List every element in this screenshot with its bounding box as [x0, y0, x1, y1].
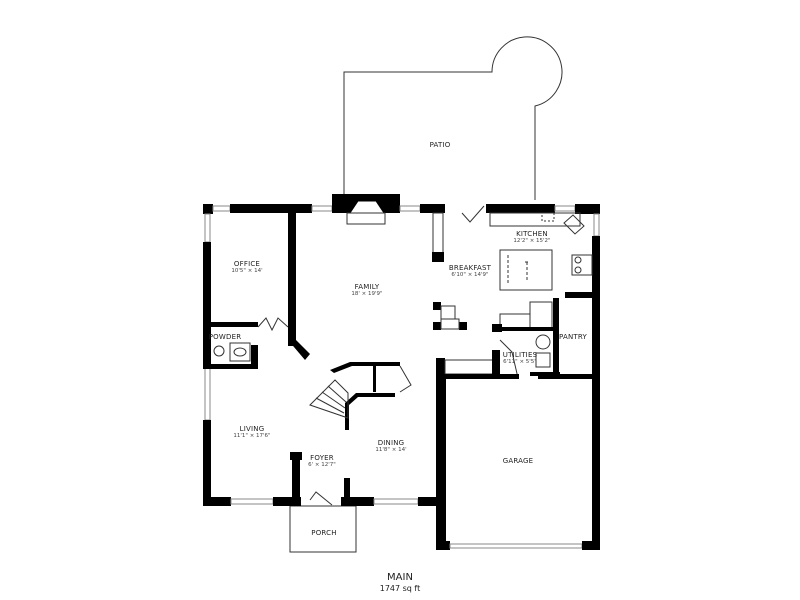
- room-pantry: PANTRY: [559, 333, 587, 341]
- patio-outline: [343, 36, 563, 200]
- room-foyer: FOYER: [310, 454, 334, 462]
- exterior-walls: [203, 194, 600, 548]
- interior-walls: [203, 208, 600, 550]
- room-breakfast: BREAKFAST: [449, 264, 492, 272]
- room-porch: PORCH: [311, 529, 336, 537]
- room-kitchen: KITCHEN: [516, 230, 548, 238]
- room-dining: DINING: [378, 439, 405, 447]
- room-kitchen-size: 12'2" × 15'2": [513, 238, 550, 244]
- room-office-size: 10'5" × 14': [231, 268, 262, 274]
- room-dining-size: 11'8" × 14': [375, 447, 406, 453]
- room-living: LIVING: [240, 425, 265, 433]
- room-utilities: UTILITIES: [503, 351, 538, 359]
- room-family-size: 18' × 19'9": [351, 291, 382, 297]
- room-patio: PATIO: [430, 141, 451, 149]
- room-living-size: 11'1" × 17'6": [233, 433, 270, 439]
- room-garage: GARAGE: [503, 457, 534, 465]
- porch-outline: [289, 505, 357, 553]
- room-labels: PATIO KITCHEN 12'2" × 15'2" BREAKFAST 6'…: [209, 141, 588, 537]
- room-office: OFFICE: [234, 260, 260, 268]
- room-breakfast-size: 6'10" × 14'9": [451, 272, 488, 278]
- room-powder: POWDER: [209, 333, 242, 341]
- level-area: 1747 sq ft: [380, 584, 421, 593]
- room-family: FAMILY: [355, 283, 380, 291]
- level-title: MAIN: [387, 572, 413, 583]
- room-utilities-size: 6'11" × 5'5": [503, 359, 537, 365]
- room-foyer-size: 6' × 12'7": [308, 462, 336, 468]
